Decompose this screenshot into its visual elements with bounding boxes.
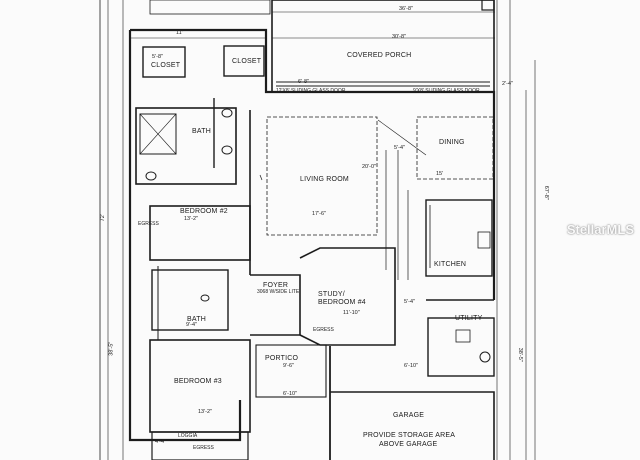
covered-porch-label: COVERED PORCH xyxy=(347,52,412,59)
portico-label: PORTICO xyxy=(265,355,299,362)
loggia-label: LOGGIA xyxy=(178,433,198,439)
dim-living-width: 17'-6" xyxy=(312,211,327,217)
closet-left-label: CLOSET xyxy=(151,62,181,69)
dim-porch-width: 30'-8" xyxy=(392,34,407,40)
utility-label: UTILITY xyxy=(455,315,483,322)
dim-loggia-4: 4'-4" xyxy=(155,439,166,445)
sliding-door-right-label: 9'X8' SLIDING GLASS DOOR xyxy=(413,88,480,94)
bath2-label: BATH xyxy=(187,316,206,323)
dim-right-38: 38'-5" xyxy=(516,347,523,362)
dim-porch-right: 2'-4" xyxy=(502,81,513,87)
egress-bedroom2-note: EGRESS xyxy=(138,221,159,227)
sliding-door-left-label: 12'X8' SLIDING GLASS DOOR xyxy=(276,88,346,94)
study-label-line1: STUDY/ xyxy=(318,291,345,298)
dim-portico-6ft: 6'-10" xyxy=(283,391,298,397)
garage-note-line1: PROVIDE STORAGE AREA xyxy=(363,432,456,439)
egress-study-note: EGRESS xyxy=(313,327,334,333)
dim-top-right: 36'-8" xyxy=(399,6,414,12)
living-room-label: LIVING ROOM xyxy=(300,176,349,183)
foyer-door-label: 3068 W/SIDE LITE xyxy=(257,289,300,295)
stellarmls-watermark: StellarMLS xyxy=(566,222,634,237)
foyer-label: FOYER xyxy=(263,282,289,289)
dining-label: DINING xyxy=(439,139,465,146)
dim-utility-5ft: 5'-4" xyxy=(404,299,415,305)
dim-top-left: 11' xyxy=(176,30,183,36)
bedroom3-label: BEDROOM #3 xyxy=(174,378,222,385)
egress-loggia-note: EGRESS xyxy=(193,445,214,451)
closet-right-label: CLOSET xyxy=(232,58,262,65)
dim-bedroom2-width: 13'-2" xyxy=(184,216,199,222)
dim-left-72: 72' xyxy=(99,214,106,222)
dim-dining-15: 15' xyxy=(436,171,444,177)
study-label-line2: BEDROOM #4 xyxy=(318,299,366,306)
garage-label: GARAGE xyxy=(393,412,425,419)
dim-living-depth: 20'-0" xyxy=(362,164,377,170)
dim-dining-5: 5'-4" xyxy=(394,145,405,151)
garage-note-line2: ABOVE GARAGE xyxy=(379,441,438,448)
dim-garage-6ft: 6'-10" xyxy=(404,363,419,369)
dim-portico-9ft: 9'-6" xyxy=(283,363,294,369)
dim-left-38: 38'-5" xyxy=(108,341,115,356)
dim-closet-5ft: 5'-8" xyxy=(152,54,163,60)
kitchen-label: KITCHEN xyxy=(434,261,467,268)
dim-study-width: 11'-10" xyxy=(343,310,360,316)
bedroom2-label: BEDROOM #2 xyxy=(180,208,228,215)
dim-bath2-9ft: 9'-4" xyxy=(186,322,197,328)
bath-master-label: BATH xyxy=(192,128,211,135)
dim-bedroom3-width: 13'-2" xyxy=(198,409,213,415)
dim-right-67: 67'-8" xyxy=(542,185,549,200)
dim-left-6ft: 6'-8" xyxy=(298,79,309,85)
